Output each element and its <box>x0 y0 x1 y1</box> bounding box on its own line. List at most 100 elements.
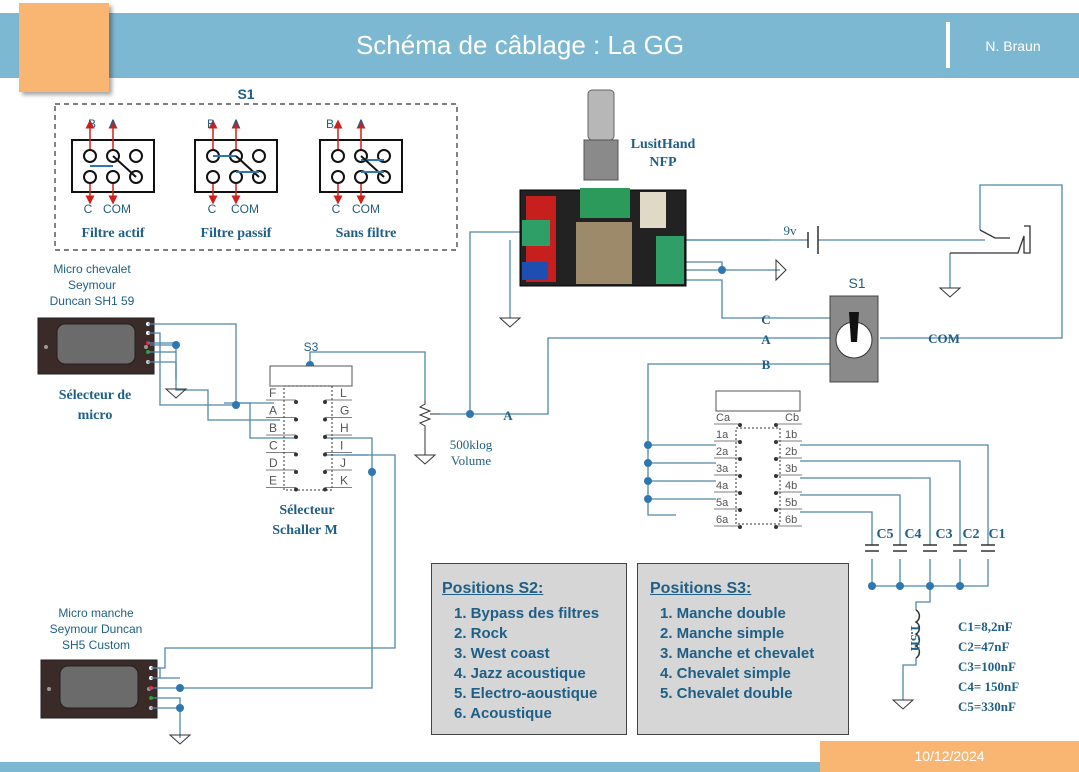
volume-pot: 500klog Volume A <box>418 400 513 468</box>
s3-pin-label: I <box>340 439 343 453</box>
svg-text:COM: COM <box>103 202 131 216</box>
svg-text:COM: COM <box>231 202 259 216</box>
s3-pin-label: C <box>269 439 278 453</box>
s3-pin-label: E <box>269 474 277 488</box>
svg-text:A: A <box>761 332 771 347</box>
svg-text:Schaller M: Schaller M <box>272 523 337 538</box>
position-item: 4. Chevalet simple <box>660 665 791 682</box>
svg-text:B: B <box>88 117 96 131</box>
position-item: 1. Manche double <box>660 605 786 622</box>
svg-text:Seymour: Seymour <box>68 278 116 292</box>
svg-text:C: C <box>208 202 217 216</box>
position-item: 6. Acoustique <box>454 705 552 722</box>
s1-legend-title: S1 <box>237 86 254 102</box>
ground-symbols <box>164 287 962 745</box>
s2-pin-label: 3b <box>785 463 797 475</box>
position-item: 2. Manche simple <box>660 625 785 642</box>
s2-pin-label: 2b <box>785 446 797 458</box>
svg-text:C2=47nF: C2=47nF <box>958 639 1010 654</box>
svg-text:C1=8,2nF: C1=8,2nF <box>958 619 1013 634</box>
s2-pin-label: 6a <box>716 514 729 526</box>
svg-text:A: A <box>109 117 117 131</box>
s3-title: S3 <box>304 340 319 354</box>
svg-text:C2: C2 <box>962 527 979 542</box>
svg-text:B: B <box>207 117 215 131</box>
svg-text:Sélecteur: Sélecteur <box>279 503 334 518</box>
positions-s2-title: Positions S2: <box>442 580 544 597</box>
footer-date-box: 10/12/2024 <box>820 741 1079 772</box>
s1-diagram-sans: B A C COM Sans filtre <box>319 117 403 241</box>
s3-pin <box>323 470 327 474</box>
neck-pickup: Micro manche Seymour Duncan SH5 Custom <box>40 606 158 719</box>
svg-text:A: A <box>357 117 365 131</box>
svg-text:500klog: 500klog <box>450 437 493 452</box>
svg-text:Micro manche: Micro manche <box>58 606 134 620</box>
author-name: N. Braun <box>985 38 1041 54</box>
s2-pin-label: Ca <box>716 412 731 424</box>
junction-dots <box>172 266 964 712</box>
s2-pin-label: 1a <box>716 429 729 441</box>
svg-text:A: A <box>232 117 240 131</box>
s2-pin-label: 6b <box>785 514 797 526</box>
s1-mode-label: Filtre actif <box>81 226 144 241</box>
s3-pin-label: L <box>340 386 347 400</box>
svg-text:C4: C4 <box>904 527 921 542</box>
svg-text:COM: COM <box>352 202 380 216</box>
header-divider <box>946 22 950 68</box>
s3-pin <box>323 435 327 439</box>
s2-pin-label: 2a <box>716 446 729 458</box>
position-item: 2. Rock <box>454 625 508 642</box>
s3-pin <box>294 452 298 457</box>
battery-9v: 9v <box>775 223 819 282</box>
svg-text:LusitHand: LusitHand <box>631 137 696 152</box>
position-item: 5. Electro-aoustique <box>454 685 598 702</box>
s2-pin-label: 5b <box>785 497 797 509</box>
s3-pin <box>323 452 327 457</box>
s3-pin <box>294 470 298 474</box>
svg-text:B: B <box>326 117 334 131</box>
positions-s2-box: Positions S2: 1. Bypass des filtres 2. Ro… <box>431 563 627 735</box>
page-title: Schéma de câblage : La GG <box>355 30 685 60</box>
position-item: 1. Bypass des filtres <box>454 605 600 622</box>
s3-pin <box>294 435 298 439</box>
position-item: 3. Manche et chevalet <box>660 645 815 662</box>
s3-pin <box>294 417 298 422</box>
svg-text:C: C <box>84 202 93 216</box>
svg-text:Seymour Duncan: Seymour Duncan <box>50 622 143 636</box>
s3-pin-label: F <box>269 386 276 400</box>
s3-pin <box>294 487 298 492</box>
s1-mode-label: Filtre passif <box>201 226 272 241</box>
s2-pin-label: 4a <box>716 480 729 492</box>
s3-pin-label: G <box>340 404 349 418</box>
header-bar <box>0 13 1079 78</box>
s2-pin-label: 1b <box>785 429 797 441</box>
svg-text:A: A <box>503 408 513 423</box>
s2-pin-label: 4b <box>785 480 797 492</box>
svg-text:9v: 9v <box>784 223 798 238</box>
s1-diagram-actif: B A C COM Filtre actif <box>71 117 155 241</box>
svg-text:C3: C3 <box>935 527 952 542</box>
svg-text:NFP: NFP <box>649 155 677 170</box>
svg-text:micro: micro <box>78 408 113 423</box>
footer-date: 10/12/2024 <box>914 748 985 764</box>
s1-diagram-passif: B A C COM Filtre passif <box>194 117 278 241</box>
s3-pin-label: K <box>340 474 348 488</box>
logo-box <box>19 3 109 92</box>
position-item: 5. Chevalet double <box>660 685 793 702</box>
svg-text:C4= 150nF: C4= 150nF <box>958 679 1019 694</box>
svg-text:Duncan SH1 59: Duncan SH1 59 <box>50 294 135 308</box>
wires <box>148 184 1063 738</box>
svg-text:SH5 Custom: SH5 Custom <box>62 638 130 652</box>
footer-bar <box>0 762 1079 772</box>
lusithand-module: LusitHand NFP <box>519 89 696 287</box>
s3-pin-label: B <box>269 421 277 435</box>
svg-text:C: C <box>332 202 341 216</box>
capacitor-bank <box>865 544 995 552</box>
s1-mode-label: Sans filtre <box>336 226 397 241</box>
s2-pin-label: 3a <box>716 463 729 475</box>
svg-text:C5: C5 <box>876 527 893 542</box>
s3-pin <box>323 400 327 404</box>
